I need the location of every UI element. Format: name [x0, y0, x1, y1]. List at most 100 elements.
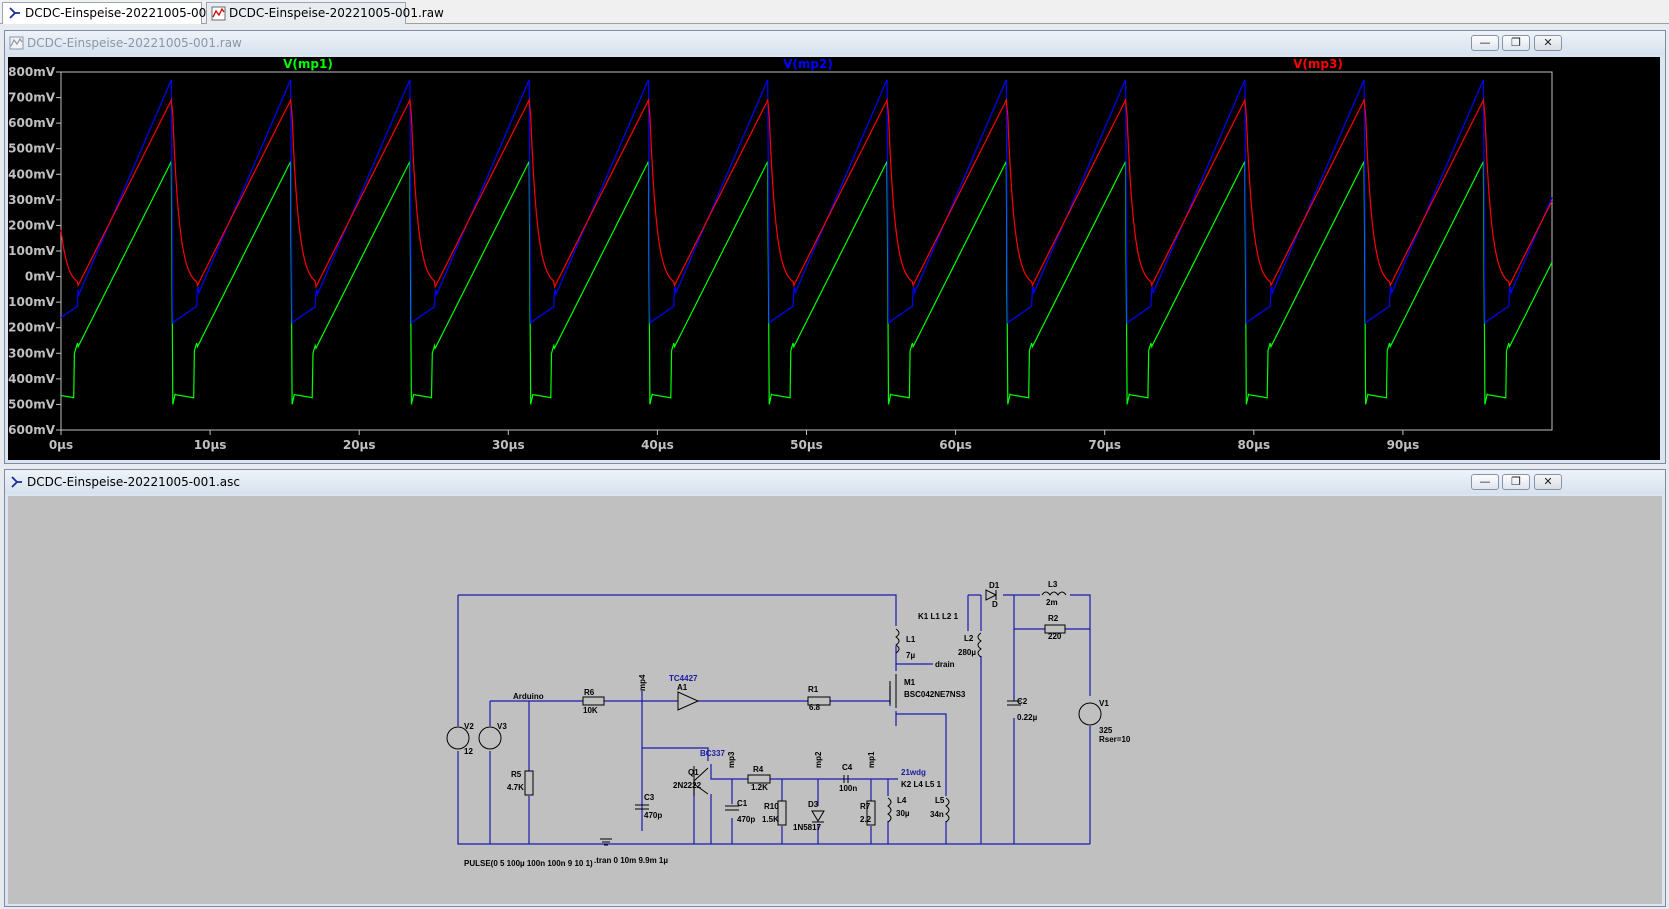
label-d3: D3 [808, 800, 819, 809]
legend-V(mp2): V(mp2) [783, 57, 833, 71]
waveform-chart: 800mV700mV600mV500mV400mV300mV200mV100mV… [8, 57, 1553, 452]
label-q1: Q1 [688, 768, 699, 777]
label-r6: R6 [584, 688, 595, 697]
label-r7-value: 2.2 [860, 815, 872, 824]
label-r7: R7 [860, 802, 871, 811]
x-tick-label: 70µs [1088, 438, 1121, 452]
waveform-window-titlebar[interactable]: DCDC-Einspeise-20221005-001.raw — ❐ ✕ [5, 31, 1665, 55]
x-tick-label: 80µs [1237, 438, 1270, 452]
label-r1-value: 6.8 [809, 703, 821, 712]
y-tick-label: 500mV [8, 142, 56, 156]
y-tick-label: -500mV [8, 397, 56, 411]
label-v3: V3 [497, 722, 507, 731]
y-tick-label: -600mV [8, 423, 56, 437]
label-q1-value: 2N2222 [673, 781, 702, 790]
y-tick-label: 700mV [8, 91, 56, 105]
y-tick-label: -400mV [8, 372, 56, 386]
label-mp3: mp3 [727, 751, 736, 768]
label-v2-value: 12 [464, 747, 473, 756]
y-tick-label: 200mV [8, 218, 56, 232]
label-r2: R2 [1048, 614, 1059, 623]
waveform-window: DCDC-Einspeise-20221005-001.raw — ❐ ✕ 80… [4, 30, 1666, 464]
schematic-canvas[interactable]: K1 L1 L2 1 D1 D L3 2m R2 220 L1 7µ L2 28… [8, 496, 1662, 904]
y-tick-label: 0mV [25, 270, 56, 284]
close-button[interactable]: ✕ [1534, 35, 1562, 51]
label-d3-value: 1N5817 [793, 823, 822, 832]
series-V(mp2) [60, 79, 1553, 324]
label-c4: C4 [842, 763, 853, 772]
label-tran: .tran 0 10m 9.9m 1µ [594, 856, 668, 865]
series-V(mp1) [60, 161, 1553, 405]
minimize-button[interactable]: — [1471, 35, 1499, 51]
label-r1: R1 [808, 685, 819, 694]
y-tick-label: 100mV [8, 244, 56, 258]
y-tick-label: 800mV [8, 65, 56, 79]
y-tick-label: 600mV [8, 116, 56, 130]
legend-V(mp1): V(mp1) [283, 57, 333, 71]
label-r10: R10 [764, 802, 779, 811]
tab-label: DCDC-Einspeise-20221005-001.asc [25, 6, 238, 20]
x-tick-label: 0µs [49, 438, 73, 452]
label-l2-value: 280µ [958, 648, 976, 657]
label-a1: A1 [677, 683, 688, 692]
minimize-button[interactable]: — [1471, 474, 1499, 490]
tab-label: DCDC-Einspeise-20221005-001.raw [229, 6, 444, 20]
label-c3: C3 [644, 793, 655, 802]
label-l5-value: 34n [930, 810, 944, 819]
label-k2: K2 L4 L5 1 [901, 780, 942, 789]
x-tick-label: 20µs [343, 438, 376, 452]
label-c2: C2 [1017, 697, 1028, 706]
waveform-icon [211, 6, 226, 21]
label-m1: M1 [904, 678, 916, 687]
label-m1-value: BSC042NE7NS3 [904, 690, 966, 699]
label-c1-value: 470p [737, 815, 755, 824]
label-l3: L3 [1048, 580, 1058, 589]
waveform-icon [9, 36, 24, 50]
x-tick-label: 50µs [790, 438, 823, 452]
label-r6-value: 10K [583, 706, 598, 715]
label-drain: drain [935, 660, 955, 669]
label-k1: K1 L1 L2 1 [918, 612, 959, 621]
x-tick-label: 40µs [641, 438, 674, 452]
x-tick-label: 30µs [492, 438, 525, 452]
label-r10-value: 1.5K [762, 815, 779, 824]
label-21wdg: 21wdg [901, 768, 926, 777]
label-r5: R5 [511, 770, 522, 779]
label-c2-value: 0.22µ [1017, 713, 1038, 722]
tab-waveform[interactable]: DCDC-Einspeise-20221005-001.raw [206, 2, 444, 24]
y-tick-label: -200mV [8, 321, 56, 335]
x-tick-label: 90µs [1387, 438, 1420, 452]
label-pulse: PULSE(0 5 100µ 100n 100n 9 10 1) [464, 859, 593, 868]
label-r5-value: 4.7K [507, 783, 524, 792]
circuit-diagram: K1 L1 L2 1 D1 D L3 2m R2 220 L1 7µ L2 28… [446, 580, 1131, 868]
x-tick-label: 10µs [194, 438, 227, 452]
schematic-window: DCDC-Einspeise-20221005-001.asc — ❐ ✕ [4, 469, 1666, 907]
label-c1: C1 [737, 799, 748, 808]
label-c4-value: 100n [839, 784, 857, 793]
label-r2-value: 220 [1048, 632, 1062, 641]
y-tick-label: 400mV [8, 167, 56, 181]
label-l4-value: 30µ [896, 809, 910, 818]
window-title: DCDC-Einspeise-20221005-001.asc [27, 475, 240, 489]
label-arduino: Arduino [513, 692, 544, 701]
restore-button[interactable]: ❐ [1502, 474, 1530, 490]
label-l3-value: 2m [1046, 598, 1058, 607]
label-c3-value: 470p [644, 811, 662, 820]
close-button[interactable]: ✕ [1534, 474, 1562, 490]
label-mp1: mp1 [867, 751, 876, 768]
components [446, 589, 1102, 846]
label-l2: L2 [964, 634, 974, 643]
restore-button[interactable]: ❐ [1502, 35, 1530, 51]
schematic-icon [11, 476, 22, 488]
label-l4: L4 [897, 796, 907, 805]
label-v2: V2 [464, 722, 474, 731]
label-v1-rser: Rser=10 [1099, 735, 1131, 744]
y-tick-label: -100mV [8, 295, 56, 309]
label-q1-model: BC337 [700, 749, 725, 758]
tab-schematic[interactable]: DCDC-Einspeise-20221005-001.asc [2, 2, 238, 24]
legend-V(mp3): V(mp3) [1293, 57, 1343, 71]
schematic-window-titlebar[interactable]: DCDC-Einspeise-20221005-001.asc — ❐ ✕ [5, 470, 1665, 494]
label-v1-value: 325 [1099, 726, 1113, 735]
